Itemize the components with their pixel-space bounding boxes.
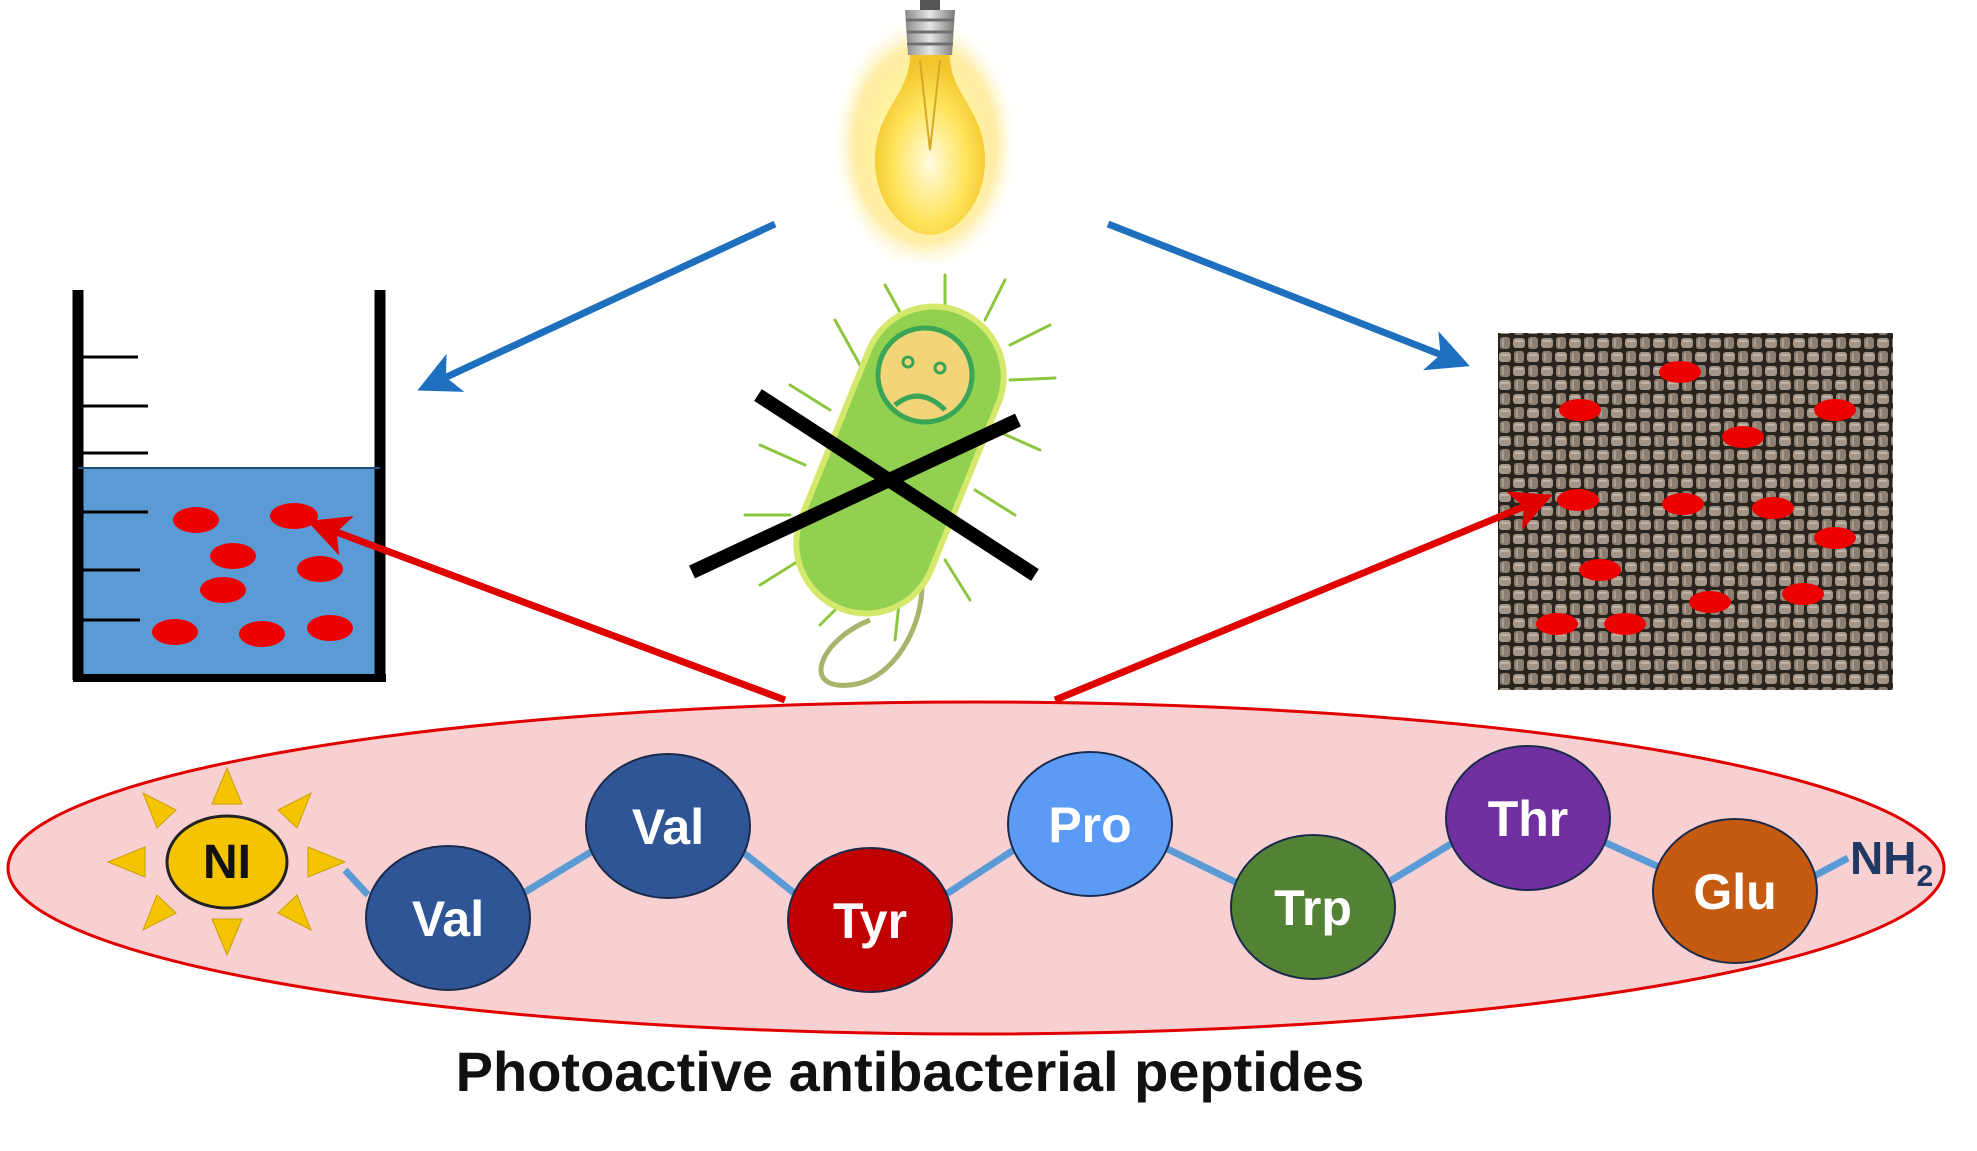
- fabric-peptide-dots: [1536, 361, 1856, 635]
- peptide-bead: Tyr: [787, 847, 953, 993]
- peptide-bead-shape: [585, 753, 751, 899]
- sad-face-icon: [875, 325, 975, 425]
- peptide-linkers: [342, 834, 1850, 903]
- peptide-linker: [733, 843, 805, 903]
- peptide-bead-shape: [787, 847, 953, 993]
- peptide-arrow-to-beaker: [307, 516, 787, 704]
- figure-caption: Photoactive antibacterial peptides: [456, 1040, 1365, 1103]
- peptide-bead-label: Glu: [1693, 864, 1776, 920]
- sun-icon: [106, 766, 347, 957]
- light-bulb-icon: [830, 0, 1020, 262]
- light-arrow-right: [1106, 220, 1470, 371]
- peptide-bead-label: Trp: [1274, 880, 1352, 936]
- peptide-linker: [513, 843, 603, 901]
- linker-sun-to-bead: [342, 867, 371, 898]
- peptide-bead: Trp: [1230, 834, 1396, 980]
- peptide-linker: [1593, 834, 1670, 875]
- terminal-group-main: NH: [1850, 832, 1916, 884]
- peptide-linker: [1378, 835, 1463, 890]
- light-arrow-left: [417, 220, 777, 392]
- cross-icon: [689, 389, 1039, 581]
- peptide-bead-shape: [365, 845, 531, 991]
- peptide-bead-shape: [1445, 745, 1611, 891]
- terminal-group: NH2: [1850, 832, 1933, 893]
- fabric-icon: [1498, 333, 1893, 690]
- peptide-bead: Thr: [1445, 745, 1611, 891]
- peptide-linker: [935, 841, 1025, 903]
- bacterium-icon: [743, 273, 1057, 688]
- peptide-bead: Val: [365, 845, 531, 991]
- terminal-group-subscript: 2: [1916, 860, 1933, 893]
- beaker-scale-ticks: [78, 355, 148, 622]
- peptide-bead-shape: [1652, 818, 1818, 964]
- peptide-bead-label: Thr: [1488, 791, 1569, 847]
- peptide-bead-label: Pro: [1048, 797, 1131, 853]
- beaker-peptide-dots: [152, 503, 353, 647]
- peptide-linker: [1155, 840, 1248, 891]
- beaker-icon: [72, 290, 386, 682]
- peptide-bead: Glu: [1652, 818, 1818, 964]
- peptide-bead-label: Val: [632, 799, 704, 855]
- peptide-bead: Pro: [1007, 751, 1173, 897]
- peptide-bead-shape: [1007, 751, 1173, 897]
- peptide-bead-label: Tyr: [833, 893, 907, 949]
- peptide-bead-label: Val: [412, 891, 484, 947]
- peptide-bead-shape: [1230, 834, 1396, 980]
- peptide-arrow-to-fabric: [1053, 491, 1553, 704]
- peptide-bead: Val: [585, 753, 751, 899]
- nanoparticle-label: NI: [203, 836, 251, 889]
